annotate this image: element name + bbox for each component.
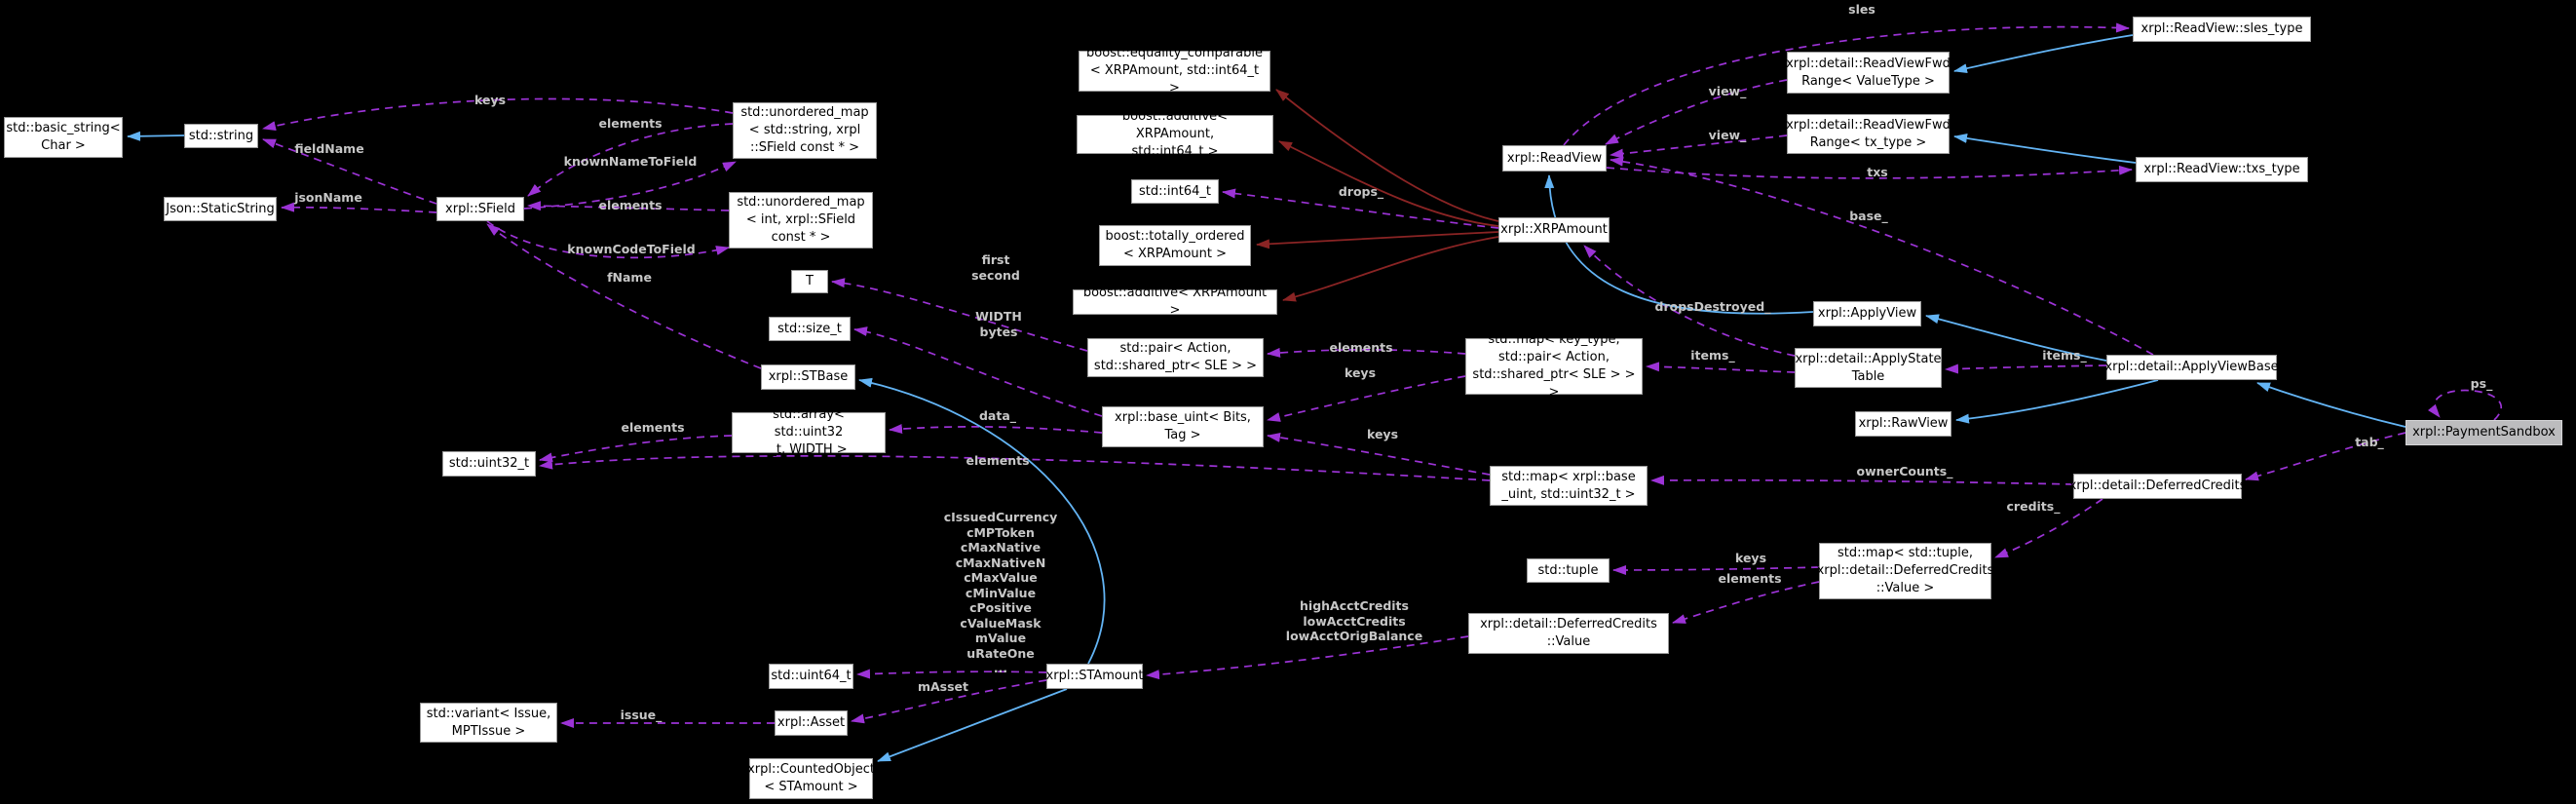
edge-umap-string-sfield-to-std-string — [262, 97, 734, 132]
node-countedobject[interactable]: xrpl::CountedObject < STAmount > — [747, 758, 875, 799]
node-applyviewbase[interactable]: xrpl::detail::ApplyViewBase — [2104, 355, 2279, 380]
node-sfield[interactable]: xrpl::SField — [436, 197, 524, 221]
edge-deferredcredits-value-to-stamount — [1146, 635, 1469, 680]
edge-applyviewbase-to-rawview — [1955, 379, 2159, 424]
edge-array-uint32-to-uint32-t — [539, 435, 733, 463]
node-map-key-pair[interactable]: std::map< key_type, std::pair< Action, s… — [1465, 332, 1643, 400]
node-umap-int-sfield[interactable]: std::unordered_map < int, xrpl::SField c… — [729, 192, 873, 249]
edge-fwd-txtype-to-readview — [1610, 134, 1788, 159]
node-basic-string[interactable]: std::basic_string< Char > — [4, 117, 123, 158]
edge-sfield-to-json-staticstring — [281, 202, 437, 213]
edge-xrpamount-to-int64-t — [1222, 188, 1499, 229]
node-pair-action-sle[interactable]: std::pair< Action, std::shared_ptr< SLE … — [1087, 338, 1264, 377]
node-deferredcredits-value[interactable]: xrpl::detail::DeferredCredits ::Value — [1468, 613, 1669, 654]
edge-stbase-to-sfield — [486, 223, 762, 369]
edge-paymentsandbox-to-paymentsandbox — [2427, 389, 2503, 421]
node-readview[interactable]: xrpl::ReadView — [1502, 145, 1607, 172]
node-sles-type[interactable]: xrpl::ReadView::sles_type — [2133, 17, 2311, 42]
edge-sfield-to-umap-int-sfield — [486, 220, 730, 259]
edge-applystatetable-to-map-key-pair — [1646, 362, 1796, 373]
edge-readview-to-sles-type — [1563, 22, 2130, 146]
node-applystatetable[interactable]: xrpl::detail::ApplyState Table — [1795, 348, 1942, 388]
edge-paymentsandbox-to-applyviewbase — [2256, 382, 2406, 428]
edge-readview-to-txs-type — [1606, 165, 2133, 179]
node-variant-issue[interactable]: std::variant< Issue, MPTIssue > — [420, 703, 557, 743]
edge-map-tuple-value-to-std-tuple — [1612, 564, 1820, 575]
edge-fwd-valuetype-to-readview — [1605, 79, 1788, 145]
node-uint32-t[interactable]: std::uint32_t — [442, 451, 536, 477]
node-std-string[interactable]: std::string — [184, 124, 258, 148]
edge-applystatetable-to-xrpamount — [1583, 245, 1796, 357]
edge-applyviewbase-to-applystatetable — [1945, 364, 2107, 374]
node-xrpamount[interactable]: xrpl::XRPAmount — [1498, 217, 1610, 243]
edge-map-baseuint-uint32-to-uint32-t — [539, 455, 1491, 481]
edge-stamount-to-uint64-t — [856, 669, 1047, 679]
edge-map-key-pair-to-base-uint — [1267, 375, 1466, 422]
edge-umap-int-sfield-to-sfield — [527, 201, 730, 211]
edge-sfield-to-umap-string-sfield — [523, 161, 737, 210]
node-stamount[interactable]: xrpl::STAmount — [1046, 664, 1143, 689]
edge-txs-type-to-fwd-txtype — [1953, 133, 2137, 164]
edge-paymentsandbox-to-deferredcredits — [2245, 432, 2406, 481]
node-boost-to[interactable]: boost::totally_ordered < XRPAmount > — [1099, 225, 1251, 266]
edge-xrpamount-to-boost-add — [1282, 236, 1499, 302]
edge-map-baseuint-uint32-to-base-uint — [1267, 432, 1491, 476]
node-rawview[interactable]: xrpl::RawView — [1855, 411, 1951, 437]
node-deferredcredits[interactable]: xrpl::detail::DeferredCredits — [2069, 474, 2246, 499]
node-uint64-t[interactable]: std::uint64_t — [769, 664, 853, 689]
edge-deferredcredits-to-map-tuple-value — [1994, 498, 2103, 558]
edge-umap-string-sfield-to-sfield — [527, 123, 734, 197]
edge-xrpamount-to-boost-eq — [1275, 89, 1499, 222]
node-size-t[interactable]: std::size_t — [769, 317, 851, 341]
node-std-tuple[interactable]: std::tuple — [1527, 558, 1610, 583]
edge-map-key-pair-to-pair-action-sle — [1267, 347, 1466, 358]
edge-stamount-to-countedobject — [877, 688, 1068, 762]
edge-pair-action-sle-to-t — [831, 278, 1088, 352]
edge-base-uint-to-size-t — [853, 326, 1103, 417]
node-fwd-txtype[interactable]: xrpl::detail::ReadViewFwd Range< tx_type… — [1786, 114, 1951, 154]
edge-xrpamount-to-boost-add64 — [1278, 140, 1499, 227]
edge-base-uint-to-array-uint32 — [889, 424, 1103, 434]
edge-stamount-to-stbase — [858, 377, 1106, 665]
edge-deferredcredits-to-map-baseuint-uint32 — [1650, 475, 2074, 485]
node-boost-add[interactable]: boost::additive< XRPAmount > — [1073, 286, 1277, 318]
node-stbase[interactable]: xrpl::STBase — [761, 364, 855, 390]
node-fwd-valuetype[interactable]: xrpl::detail::ReadViewFwd Range< ValueTy… — [1786, 52, 1951, 94]
node-txs-type[interactable]: xrpl::ReadView::txs_type — [2136, 157, 2308, 182]
node-array-uint32[interactable]: std::array< std::uint32 _t, WIDTH > — [732, 407, 886, 457]
edge-xrpamount-to-boost-to — [1256, 231, 1499, 249]
node-asset[interactable]: xrpl::Asset — [775, 710, 848, 736]
edge-sfield-to-std-string — [262, 138, 437, 205]
node-applyview[interactable]: xrpl::ApplyView — [1813, 301, 1921, 326]
edge-std-string-to-basic-string — [127, 131, 185, 141]
node-base-uint[interactable]: xrpl::base_uint< Bits, Tag > — [1102, 406, 1264, 447]
node-json-staticstring[interactable]: Json::StaticString — [164, 197, 277, 221]
edge-stamount-to-asset — [851, 679, 1047, 724]
edge-sles-type-to-fwd-valuetype — [1953, 34, 2134, 74]
edge-map-tuple-value-to-deferredcredits-value — [1672, 581, 1820, 624]
edge-applyview-to-readview — [1544, 174, 1814, 315]
node-boost-eq[interactable]: boost::equality_comparable < XRPAmount, … — [1079, 46, 1270, 96]
edge-applyviewbase-to-applyview — [1925, 314, 2107, 362]
node-boost-add64[interactable]: boost::additive< XRPAmount, std::int64_t… — [1077, 109, 1273, 159]
node-paymentsandbox[interactable]: xrpl::PaymentSandbox — [2406, 420, 2562, 445]
node-umap-string-sfield[interactable]: std::unordered_map < std::string, xrpl :… — [733, 102, 877, 159]
node-t[interactable]: T — [791, 270, 828, 293]
node-map-tuple-value[interactable]: std::map< std::tuple, xrpl::detail::Defe… — [1817, 543, 1993, 599]
node-map-baseuint-uint32[interactable]: std::map< xrpl::base _uint, std::uint32_… — [1490, 466, 1648, 506]
node-int64-t[interactable]: std::int64_t — [1131, 179, 1219, 204]
